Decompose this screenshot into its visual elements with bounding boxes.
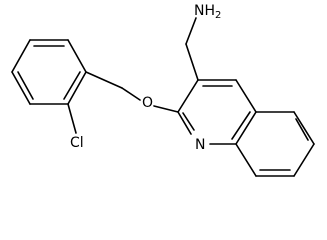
quinoline-pyridine-ring	[177, 79, 257, 145]
bond	[67, 71, 87, 105]
bond	[235, 111, 257, 145]
double-bond	[63, 71, 81, 100]
bond	[293, 111, 315, 145]
bond	[235, 143, 257, 177]
double-bond	[17, 71, 34, 100]
amine-label: NH2	[194, 3, 221, 21]
structure-canvas: NH2 O N Cl	[11, 3, 315, 177]
bond	[11, 71, 31, 105]
bond-ring-ch2	[85, 71, 123, 89]
bond-ch2-o	[121, 87, 141, 101]
oxygen-label: O	[142, 95, 153, 111]
bond	[177, 79, 199, 113]
chlorine-label: Cl	[70, 135, 84, 151]
double-bond	[295, 118, 309, 141]
double-bond	[231, 111, 251, 140]
double-bond	[182, 112, 195, 131]
bond-c-cl	[67, 103, 77, 134]
bond	[11, 39, 31, 73]
bond	[67, 39, 87, 73]
bond	[177, 111, 192, 135]
bond-c3-ch2	[185, 43, 199, 81]
chemical-structure-diagram: NH2 O N Cl	[11, 3, 315, 177]
quinoline-benzo-ring	[235, 111, 315, 177]
chlorophenyl-ring	[11, 39, 87, 105]
bond	[293, 143, 315, 177]
nitrogen-label: N	[195, 137, 205, 153]
bond-ch2-n	[185, 17, 197, 45]
bond	[235, 79, 257, 113]
bond-o-c2	[153, 105, 179, 113]
